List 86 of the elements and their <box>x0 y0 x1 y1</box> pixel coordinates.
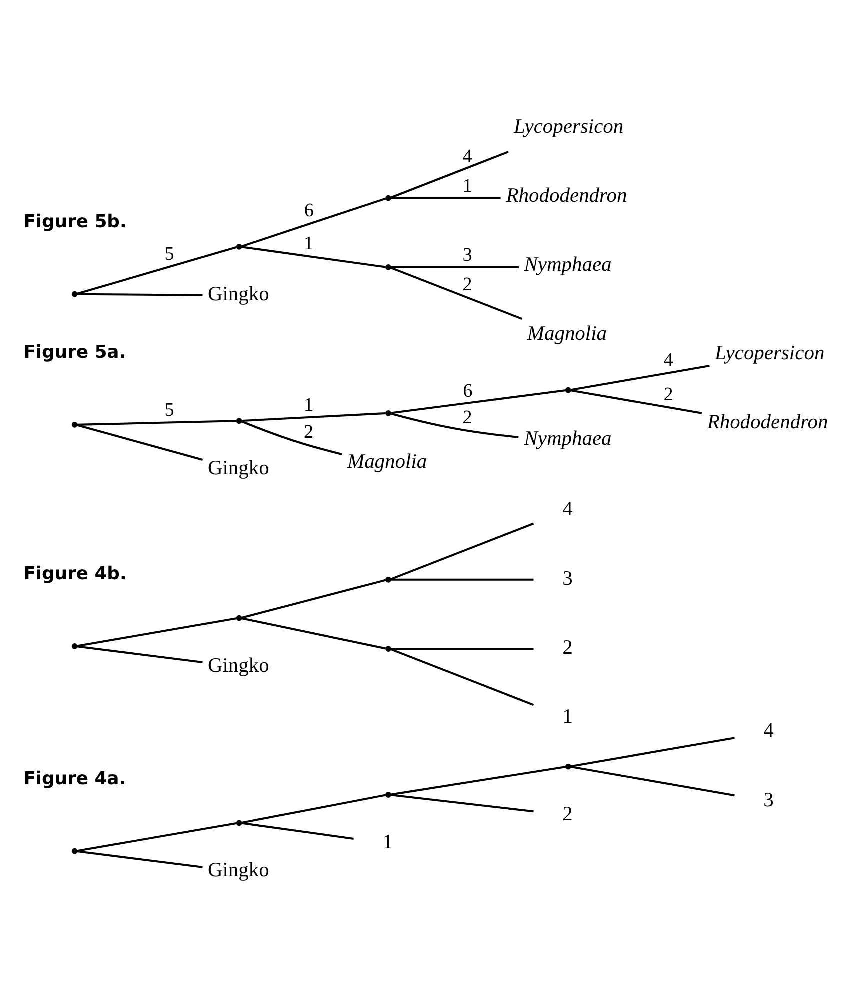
connector <box>76 645 203 663</box>
connector <box>390 578 534 580</box>
label: Figure 4b. <box>24 563 127 584</box>
connector <box>242 246 386 268</box>
node-point <box>386 646 392 652</box>
node-point <box>386 264 392 270</box>
edge-label: 5 <box>164 399 174 420</box>
connector <box>390 765 566 796</box>
connector <box>390 150 509 198</box>
node-point <box>565 386 572 393</box>
connector <box>390 412 519 438</box>
node-text: Rhododendron <box>707 411 828 434</box>
connector <box>570 766 735 796</box>
label: Figure 4a. <box>24 768 126 789</box>
edge-label: 2 <box>462 274 472 296</box>
connector <box>76 246 237 295</box>
connector <box>242 617 386 650</box>
connector <box>77 420 236 426</box>
node-point <box>386 792 392 798</box>
node-text: 2 <box>562 802 573 825</box>
node-text: Magnolia <box>527 322 608 345</box>
connector <box>390 196 501 199</box>
node-point <box>386 410 392 416</box>
edge-label: 6 <box>304 200 314 221</box>
node-point <box>565 763 572 770</box>
node-point <box>236 820 242 826</box>
node-text: Magnolia <box>348 450 428 473</box>
node-text: Gingko <box>208 654 270 676</box>
edge-label: 3 <box>462 244 472 266</box>
connector <box>242 197 386 247</box>
node-point <box>236 418 242 424</box>
node-point <box>386 576 392 582</box>
node-text: 3 <box>562 567 573 590</box>
edge-label: 5 <box>164 243 174 264</box>
edge-label: 6 <box>463 380 473 402</box>
node-text: 2 <box>562 636 573 658</box>
connector <box>76 850 203 868</box>
node-point <box>72 290 78 297</box>
connector <box>390 389 566 414</box>
connector <box>76 617 237 647</box>
connector <box>77 292 203 296</box>
node-point <box>386 194 392 201</box>
connector <box>390 266 522 320</box>
label: Figure 5b. <box>24 210 127 232</box>
label: Figure 5a. <box>24 341 126 362</box>
node-text: 4 <box>562 498 573 520</box>
connector <box>76 424 204 460</box>
node-point <box>72 422 78 428</box>
node-text: 4 <box>764 720 774 742</box>
connector <box>390 794 534 812</box>
node-text: Nymphaea <box>524 254 612 276</box>
node-point <box>72 848 78 854</box>
connector <box>76 822 237 852</box>
connector <box>242 578 386 618</box>
node-text: Gingko <box>208 282 270 305</box>
node-text: 1 <box>382 831 393 854</box>
edge-label: 1 <box>462 175 472 196</box>
edge-label: 4 <box>664 350 674 371</box>
edge-label: 2 <box>664 384 674 406</box>
edge-label: 2 <box>462 407 472 428</box>
connector <box>242 420 342 455</box>
node-point <box>236 614 242 621</box>
connector <box>390 522 534 580</box>
node-text: 3 <box>764 788 774 811</box>
edge-label: 1 <box>304 394 314 416</box>
connector <box>390 648 534 706</box>
node-text: Lycopersicon <box>514 115 624 138</box>
node-text: Lycopersicon <box>715 342 825 364</box>
node-text: Rhododendron <box>506 184 628 206</box>
node-text: Nymphaea <box>524 428 612 450</box>
node-text: 1 <box>562 706 573 728</box>
node-text: Gingko <box>208 457 270 480</box>
edge-label: 2 <box>304 421 314 442</box>
node-point <box>72 643 78 649</box>
connector <box>570 736 735 768</box>
edge-label: 1 <box>304 233 314 254</box>
node-point <box>236 244 242 250</box>
connector <box>390 648 534 650</box>
connector <box>570 389 702 414</box>
connector <box>242 822 354 840</box>
connector <box>570 364 710 391</box>
node-text: Gingko <box>208 859 270 882</box>
connector <box>242 412 386 422</box>
connector <box>242 794 386 824</box>
edge-label: 4 <box>462 146 472 167</box>
connector <box>390 266 519 268</box>
